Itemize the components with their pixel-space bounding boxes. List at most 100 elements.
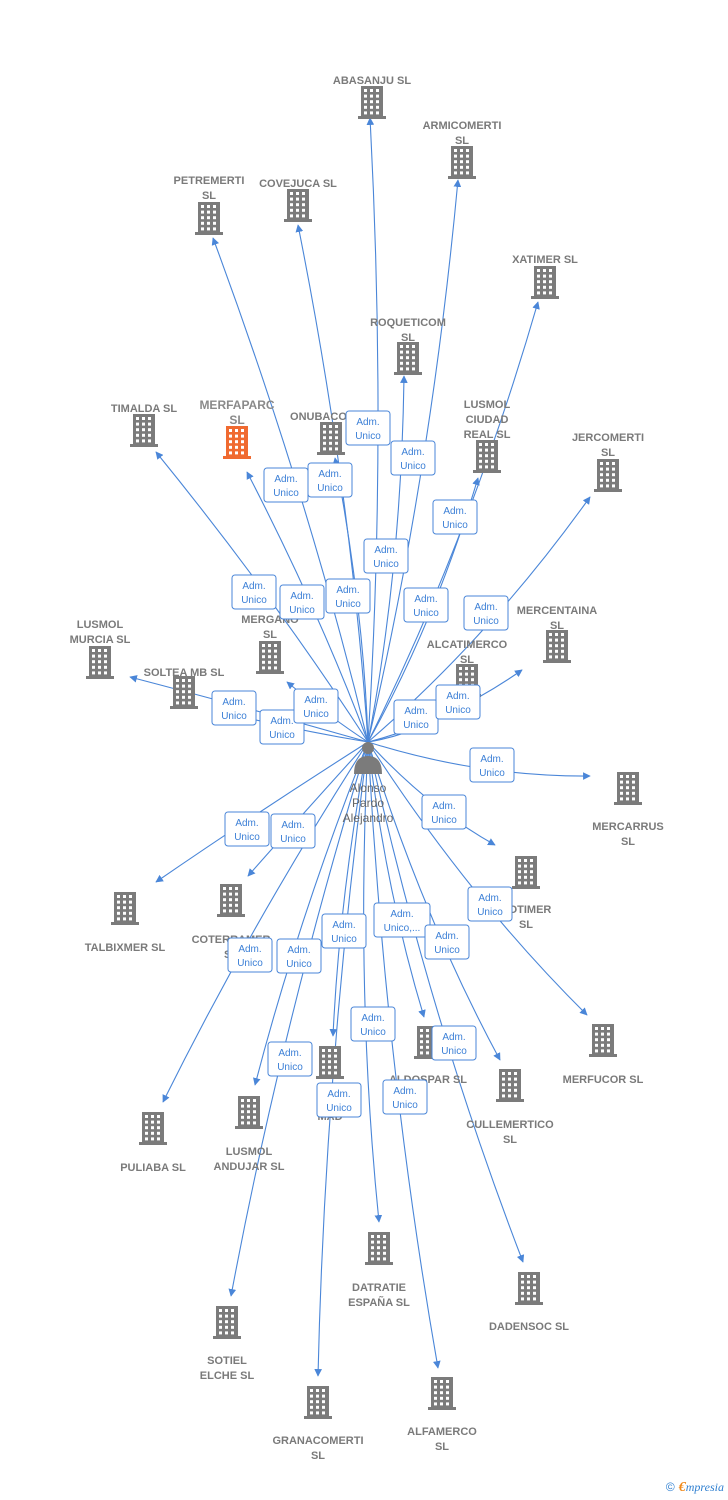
building-base — [594, 489, 622, 492]
relation-label-box — [382, 1079, 428, 1115]
building-window — [188, 701, 191, 705]
relation-label-box — [325, 578, 371, 614]
building-window — [549, 633, 552, 636]
building-window — [148, 417, 151, 420]
company-label: LUSMOL — [226, 1146, 273, 1158]
relation-label-text: Unico — [479, 768, 505, 779]
company-label: SL — [519, 919, 533, 931]
building-window — [104, 649, 107, 652]
person-name: Pardo — [352, 796, 384, 810]
company-node-merfucor[interactable]: MERFUCOR SL — [563, 1024, 644, 1086]
building-base — [86, 676, 114, 679]
building-window — [157, 1120, 160, 1124]
building-window — [302, 197, 305, 201]
building-base — [358, 116, 386, 119]
building-window — [607, 1032, 610, 1036]
building-window — [268, 660, 271, 664]
company-node-soltea[interactable]: SOLTEA MB SL — [144, 667, 225, 709]
building-window — [176, 690, 179, 694]
building-window — [400, 350, 403, 354]
building-window — [123, 906, 126, 910]
relation-label-box — [424, 924, 470, 960]
relation-label-text: Adm. — [390, 909, 413, 920]
company-node-abasanju[interactable]: ABASANJU SL — [333, 75, 412, 119]
building-window — [521, 1291, 524, 1295]
building-window — [518, 859, 521, 862]
building-window — [123, 917, 126, 921]
company-label: MERCARRUS — [592, 821, 664, 833]
building-window — [176, 701, 179, 705]
building-window — [136, 417, 139, 420]
building-window — [426, 1034, 429, 1038]
building-window — [485, 443, 488, 446]
building-window — [555, 649, 558, 653]
building-window — [524, 881, 527, 885]
building-window — [145, 1137, 148, 1141]
building-window — [223, 898, 226, 902]
building-window — [370, 94, 373, 98]
relation-label: Adm.Unico — [270, 813, 316, 849]
building-window — [533, 1286, 536, 1290]
relation-label: Adm.Unico — [467, 886, 513, 922]
building-window — [207, 210, 210, 214]
relation-label-text: Unico — [441, 1046, 467, 1057]
building-window — [213, 210, 216, 214]
relation-label: Adm.Unico — [293, 688, 339, 724]
building-base — [428, 1407, 456, 1410]
building-window — [607, 1049, 610, 1053]
building-window — [400, 356, 403, 360]
company-node-puliaba[interactable]: PULIABA SL — [120, 1112, 186, 1174]
building-window — [229, 909, 232, 913]
company-node-xatimer[interactable]: XATIMER SL — [512, 254, 578, 299]
building-window — [527, 1286, 530, 1290]
building-window — [440, 1385, 443, 1389]
relation-label-text: Adm. — [222, 697, 245, 708]
building-window — [92, 649, 95, 652]
company-node-covejuca[interactable]: COVEJUCA SL — [259, 178, 337, 222]
relation-label: Adm.Unico — [431, 1025, 477, 1061]
building-window — [383, 1257, 386, 1261]
building-window — [247, 1099, 250, 1102]
building-window — [157, 1137, 160, 1141]
building-window — [322, 1065, 325, 1069]
building-window — [527, 1280, 530, 1284]
building-window — [201, 210, 204, 214]
relation-label-text: Adm. — [435, 931, 458, 942]
relation-label-box — [432, 499, 478, 535]
company-node-talbixmer[interactable]: TALBIXMER SL — [85, 892, 166, 954]
relation-label-box — [231, 574, 277, 610]
building-window — [485, 454, 488, 458]
building-window — [129, 895, 132, 898]
company-node-timalda[interactable]: TIMALDA SL — [111, 403, 177, 447]
building-window — [420, 1045, 423, 1049]
building-window — [142, 422, 145, 426]
building-window — [485, 448, 488, 452]
company-node-dadensoc[interactable]: DADENSOC SL — [489, 1272, 569, 1333]
building-window — [406, 361, 409, 365]
building-base — [365, 1262, 393, 1265]
building-window — [229, 898, 232, 902]
relation-label-text: Adm. — [290, 591, 313, 602]
building-window — [316, 1411, 319, 1415]
building-window — [376, 89, 379, 92]
building-window — [620, 797, 623, 801]
building-window — [426, 1051, 429, 1055]
